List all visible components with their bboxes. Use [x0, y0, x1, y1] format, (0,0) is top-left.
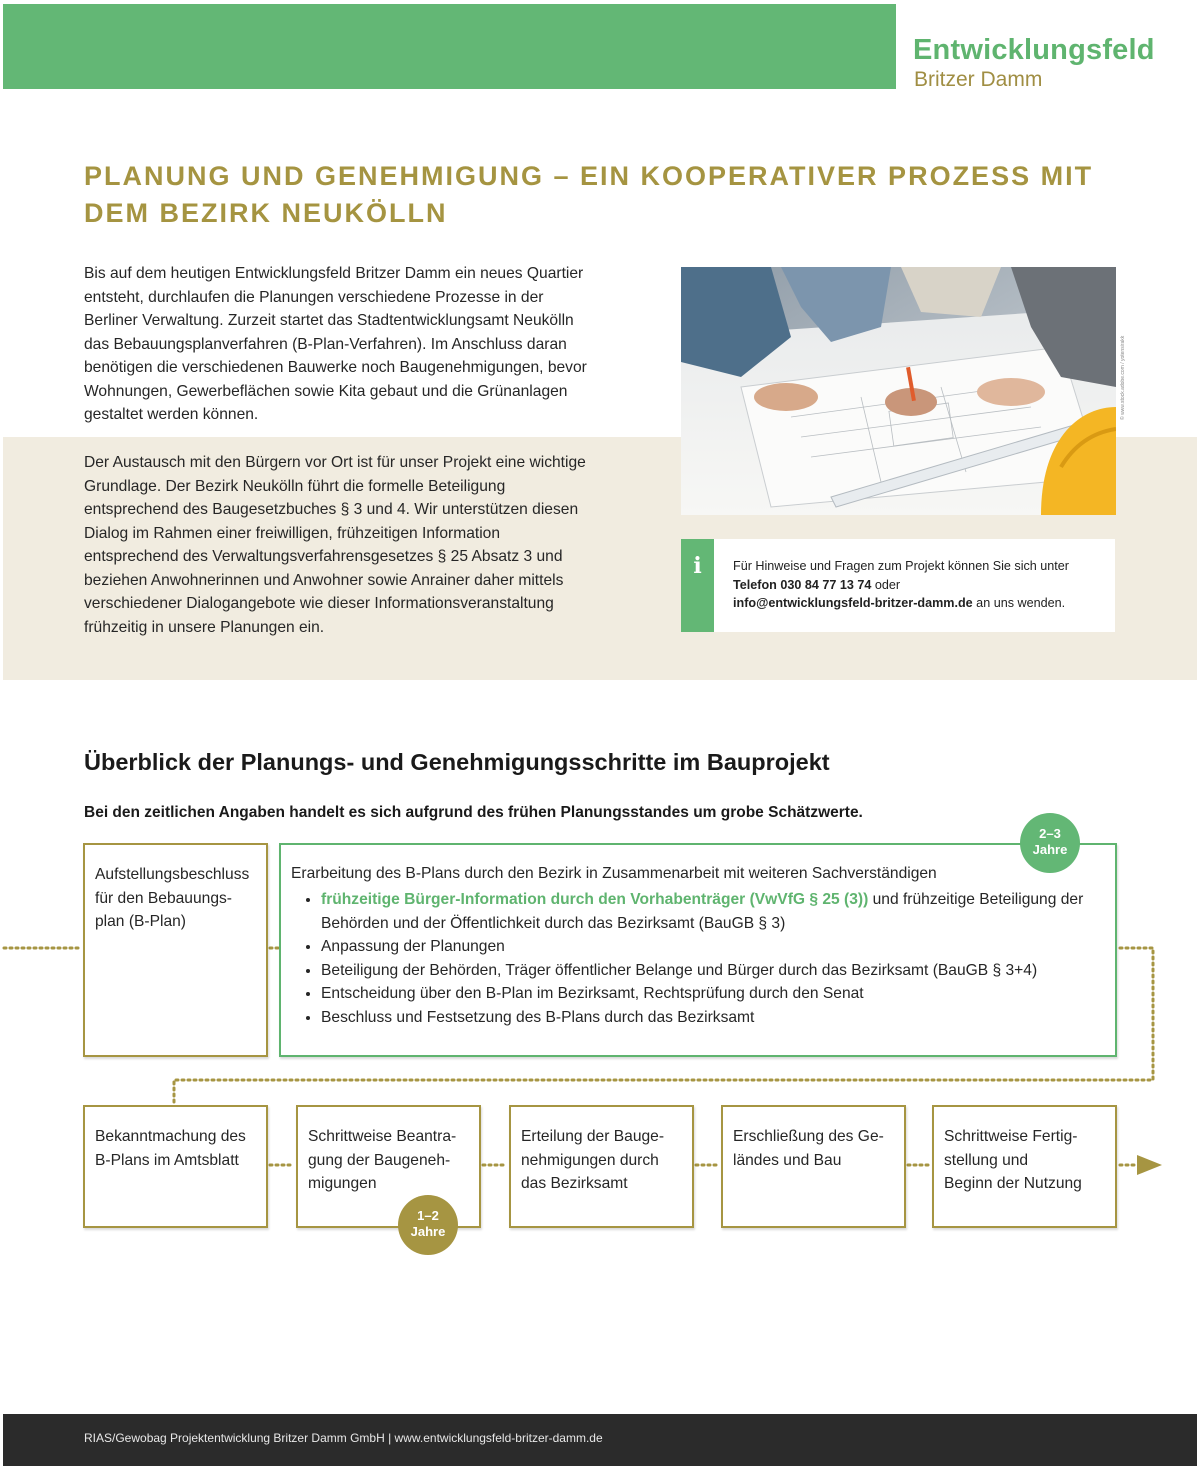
- step-b-list: frühzeitige Bürger-Information durch den…: [299, 888, 1121, 1029]
- brand-subtitle: Britzer Damm: [914, 68, 1043, 91]
- photo-credit: © www.stock.adobe.com / yotensirakk: [1120, 335, 1126, 420]
- step-label: Schrittweise Fertig- stellung und Beginn…: [944, 1128, 1082, 1192]
- info-icon: i: [693, 553, 702, 579]
- info-box: i Für Hinweise und Fragen zum Projekt kö…: [681, 539, 1115, 632]
- planning-photo: [681, 267, 1116, 515]
- step-b-plan-erarbeitung: Erarbeitung des B-Plans durch den Bezirk…: [279, 843, 1117, 1057]
- step-erteilung-baugenehmigungen: Erteilung der Bauge- nehmigungen durch d…: [509, 1105, 694, 1228]
- step-label: Schrittweise Beantra- gung der Baugeneh-…: [308, 1128, 457, 1192]
- list-item-text: Entscheidung über den B-Plan im Bezirksa…: [321, 985, 864, 1002]
- list-item: Beteiligung der Behörden, Träger öffentl…: [321, 959, 1121, 983]
- duration-badge-2-3-jahre: 2–3 Jahre: [1020, 813, 1080, 873]
- list-item: Beschluss und Festsetzung des B-Plans du…: [321, 1006, 1121, 1030]
- info-bar: [681, 539, 714, 632]
- photo-icon: [681, 267, 1116, 515]
- duration-badge-1-2-jahre: 1–2 Jahre: [398, 1195, 458, 1255]
- step-label: Erschließung des Ge- ländes und Bau: [733, 1128, 884, 1169]
- step-aufstellungsbeschluss: Aufstellungsbeschluss für den Bebauungs-…: [83, 843, 268, 1057]
- page-title: Planung und Genehmigung – ein kooperativ…: [84, 161, 1094, 228]
- intro-paragraph-2: Der Austausch mit den Bürgern vor Ort is…: [84, 454, 586, 636]
- list-item: Anpassung der Planungen: [321, 935, 1121, 959]
- brand-title: Entwicklungsfeld: [913, 34, 1155, 66]
- step-fertigstellung-nutzung: Schrittweise Fertig- stellung und Beginn…: [932, 1105, 1117, 1228]
- step-bekanntmachung: Bekanntmachung des B-Plans im Amtsblatt: [83, 1105, 268, 1228]
- info-phone-suffix: oder: [871, 577, 901, 592]
- badge-unit: Jahre: [410, 1224, 446, 1239]
- step-label: Erteilung der Bauge- nehmigungen durch d…: [521, 1128, 665, 1192]
- info-text: Für Hinweise und Fragen zum Projekt könn…: [733, 557, 1108, 613]
- footer: RIAS/Gewobag Projektentwicklung Britzer …: [3, 1414, 1197, 1466]
- list-item-text: und frühzeitige Beteiligung der Behörden…: [321, 891, 1084, 932]
- info-email-suffix: an uns wenden.: [972, 596, 1066, 610]
- badge-value: 2–3: [1039, 826, 1061, 841]
- step-label: Aufstellungsbeschluss für den Bebauungs-…: [95, 866, 250, 930]
- info-phone[interactable]: Telefon 030 84 77 13 74: [733, 577, 872, 592]
- list-item-highlight: frühzeitige Bürger-Information durch den…: [321, 891, 869, 908]
- step-b-heading: Erarbeitung des B-Plans durch den Bezirk…: [291, 865, 937, 882]
- list-item-text: Beteiligung der Behörden, Träger öffentl…: [321, 961, 1038, 979]
- list-item-text: Anpassung der Planungen: [321, 938, 505, 955]
- flow-arrow-icon: [1137, 1155, 1162, 1175]
- intro-paragraph-1: Bis auf dem heutigen Entwicklungsfeld Br…: [84, 265, 587, 423]
- info-line: Für Hinweise und Fragen zum Projekt könn…: [733, 559, 1069, 573]
- overview-title: Überblick der Planungs- und Genehmigungs…: [84, 749, 830, 775]
- header-band: [3, 4, 896, 89]
- badge-value: 1–2: [417, 1208, 439, 1223]
- list-item: Entscheidung über den B-Plan im Bezirksa…: [321, 982, 1121, 1006]
- badge-unit: Jahre: [1032, 842, 1068, 857]
- step-label: Bekanntmachung des B-Plans im Amtsblatt: [95, 1128, 246, 1169]
- step-erschliessung-bau: Erschließung des Ge- ländes und Bau: [721, 1105, 906, 1228]
- list-item-text: Beschluss und Festsetzung des B-Plans du…: [321, 1008, 755, 1026]
- footer-text: RIAS/Gewobag Projektentwicklung Britzer …: [84, 1431, 603, 1445]
- list-item: frühzeitige Bürger-Information durch den…: [321, 888, 1121, 935]
- overview-note: Bei den zeitlichen Angaben handelt es si…: [84, 804, 863, 821]
- info-email-link[interactable]: info@entwicklungsfeld-britzer-damm.de: [733, 596, 973, 610]
